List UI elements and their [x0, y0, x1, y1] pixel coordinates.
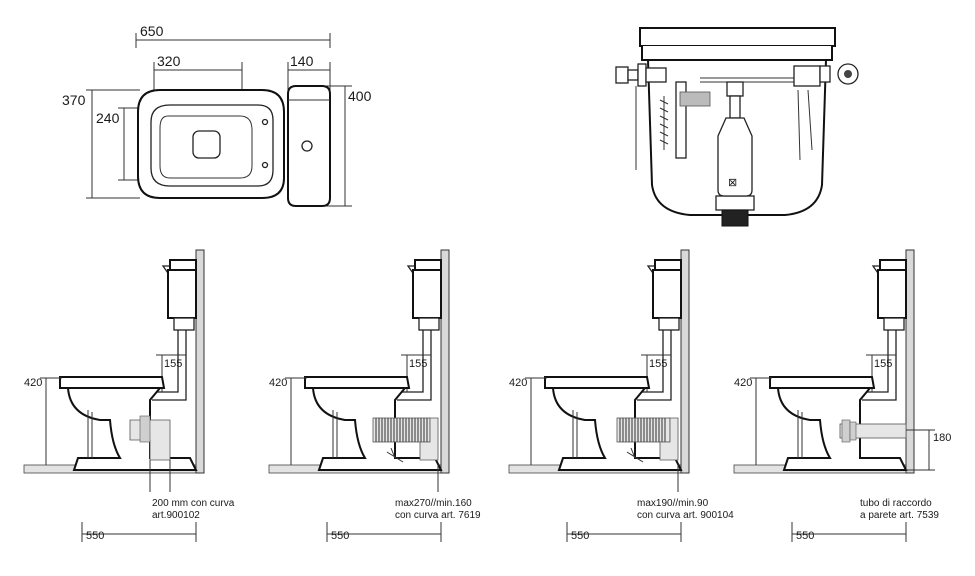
dim-seat-width: 320	[157, 53, 181, 69]
seat	[304, 376, 411, 389]
dim-seat-height: 420	[734, 377, 752, 389]
connector-flex	[372, 417, 439, 463]
dim-seat-height: 420	[269, 377, 287, 389]
cistern-section: ⊠	[615, 27, 859, 227]
dim-depth: 550	[796, 530, 814, 542]
dim-tank-width: 140	[290, 53, 314, 69]
dim-bowl-depth: 370	[62, 92, 86, 108]
flush-button-hole	[301, 140, 313, 152]
outlet-connector	[721, 209, 749, 227]
dim-seat-height: 420	[509, 377, 527, 389]
dim-outlet-height: 180	[933, 432, 951, 444]
wall	[195, 249, 205, 474]
dim-depth: 550	[331, 530, 349, 542]
cistern	[877, 269, 907, 319]
wall	[680, 249, 690, 474]
seat	[544, 376, 651, 389]
cistern	[412, 269, 442, 319]
wall	[905, 249, 915, 474]
dim-depth: 550	[86, 530, 104, 542]
dim-supply-height: 155	[164, 358, 182, 370]
cistern	[167, 269, 197, 319]
wall-connector-pipe	[839, 423, 907, 439]
flush-valve	[717, 117, 753, 197]
dim-total-width: 650	[140, 23, 164, 39]
plan-view: 650 320 140 370 240 400	[62, 23, 372, 207]
dim-seat-height: 420	[24, 377, 42, 389]
seat	[59, 376, 166, 389]
dim-supply-height: 155	[874, 358, 892, 370]
dim-depth: 550	[571, 530, 589, 542]
dim-seat-depth: 240	[96, 110, 120, 126]
seat	[769, 376, 876, 389]
dim-supply-height: 155	[409, 358, 427, 370]
connector-flex	[616, 417, 679, 463]
wall	[440, 249, 450, 474]
dim-tank-depth: 400	[348, 88, 372, 104]
cistern	[652, 269, 682, 319]
svg-text:⊠: ⊠	[728, 177, 737, 189]
dim-supply-height: 155	[649, 358, 667, 370]
drain-opening	[192, 130, 221, 159]
